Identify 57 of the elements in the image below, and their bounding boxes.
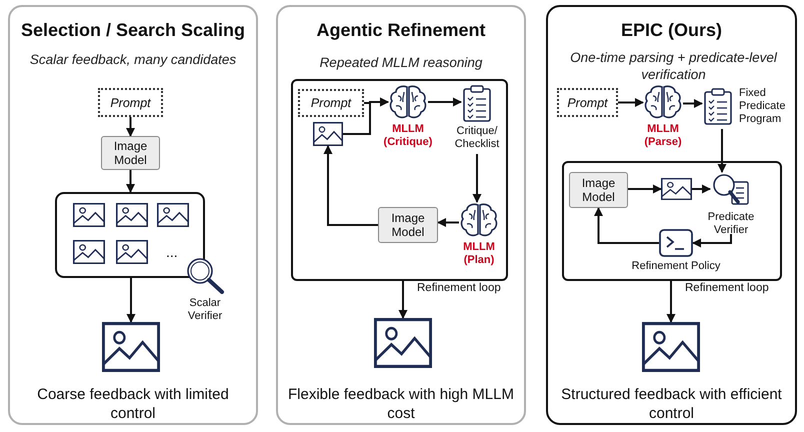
node-label: Refinement Policy	[632, 260, 720, 273]
candidate-box	[55, 192, 205, 278]
panel-subtitle: Scalar feedback, many candidates	[28, 51, 238, 68]
process-box: Image Model	[569, 172, 628, 208]
panel-subtitle: One-time parsing + predicate-level verification	[569, 49, 778, 83]
arrow	[437, 218, 459, 227]
panel-caption: Structured feedback with efficient control	[560, 385, 783, 423]
arrow	[126, 170, 135, 193]
image-icon	[73, 240, 105, 264]
panel-title: EPIC (Ours)	[620, 20, 723, 41]
arrow	[692, 184, 711, 194]
panel-title: Selection / Search Scaling	[20, 20, 246, 41]
arrow	[618, 98, 644, 107]
image-icon	[313, 122, 343, 146]
arrow	[594, 207, 659, 244]
arrow	[472, 154, 482, 203]
node-label: Scalar Verifier	[186, 297, 224, 323]
loop-label: Refinement loop	[417, 282, 501, 294]
arrow	[398, 281, 408, 319]
arrow	[126, 117, 135, 137]
image-icon	[116, 203, 148, 227]
arrow	[628, 184, 662, 194]
arrow	[428, 98, 462, 106]
process-box: Image Model	[378, 207, 438, 243]
loop-label: Refinement loop	[685, 282, 769, 294]
node-label: Fixed Predicate Program	[739, 86, 786, 126]
arrow	[343, 98, 389, 135]
panel-title: Agentic Refinement	[315, 20, 487, 41]
node-label: Critique/ Checklist	[454, 125, 500, 151]
arrow	[692, 234, 732, 248]
panel-card	[546, 5, 797, 425]
node-label: MLLM (Plan)	[462, 241, 496, 267]
image-icon	[102, 322, 160, 372]
arrow	[718, 129, 726, 173]
arrow	[683, 99, 703, 108]
arrow	[126, 278, 136, 323]
image-icon	[642, 322, 700, 372]
node-label: Predicate Verifier	[706, 211, 756, 237]
image-icon	[116, 240, 148, 264]
ellipsis-text: ...	[166, 244, 178, 260]
image-icon	[157, 203, 189, 227]
image-icon	[661, 178, 692, 200]
panel-card	[276, 5, 526, 425]
panel-caption: Flexible feedback with high MLLM cost	[288, 385, 514, 423]
prompt-box: Prompt	[298, 89, 364, 117]
prompt-box: Prompt	[98, 88, 163, 117]
panel-subtitle: Repeated MLLM reasoning	[318, 54, 484, 71]
panel-caption: Coarse feedback with limited control	[36, 385, 230, 423]
image-icon	[73, 203, 105, 227]
arrow	[666, 281, 676, 323]
node-label: MLLM (Parse)	[643, 123, 683, 149]
node-label: MLLM (Critique)	[382, 123, 434, 149]
process-box: Image Model	[101, 136, 160, 170]
prompt-box: Prompt	[557, 88, 618, 117]
arrow	[324, 145, 378, 226]
image-icon	[374, 318, 432, 368]
panel-card	[8, 5, 258, 425]
